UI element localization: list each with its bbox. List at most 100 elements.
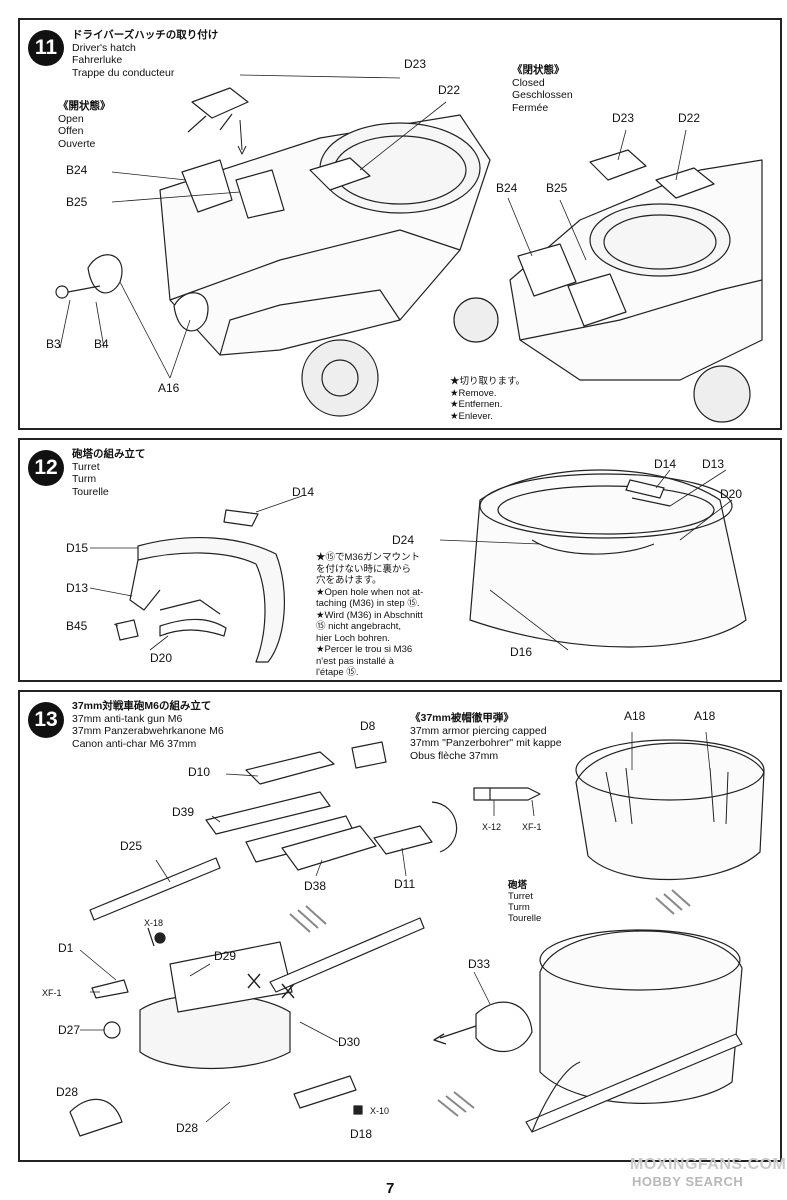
label-d22-right: D22 bbox=[678, 111, 701, 125]
step-12-illustration bbox=[89, 469, 747, 663]
label-b24-right: B24 bbox=[496, 181, 518, 195]
label-d25: D25 bbox=[120, 839, 143, 853]
label-d20-left: D20 bbox=[150, 651, 173, 665]
closed-fr: Fermée bbox=[512, 101, 549, 114]
closed-jp: 《閉状態》 bbox=[512, 64, 565, 76]
label-d13-left: D13 bbox=[66, 581, 89, 595]
label-b4: B4 bbox=[94, 337, 109, 351]
label-xf1-ammo: XF-1 bbox=[522, 822, 542, 832]
step-11-title: ドライバーズハッチの取り付け Driver's hatch Fahrerluke… bbox=[72, 29, 218, 79]
open-en: Open bbox=[58, 112, 84, 125]
step-13-title-de: 37mm Panzerabwehrkanone M6 bbox=[72, 725, 224, 737]
note-de-3: hier Loch bohren. bbox=[316, 632, 390, 644]
step-11-number: 11 bbox=[28, 30, 64, 66]
note-jp-3: 穴をあけます。 bbox=[316, 575, 382, 586]
label-b25-left: B25 bbox=[66, 195, 88, 209]
label-b25-right: B25 bbox=[546, 181, 568, 195]
page-number: 7 bbox=[386, 1180, 395, 1197]
label-d23-right: D23 bbox=[612, 111, 635, 125]
label-d23-left: D23 bbox=[404, 57, 427, 71]
ammo-de: 37mm "Panzerbohrer" mit kappe bbox=[410, 737, 562, 749]
label-d39: D39 bbox=[172, 805, 195, 819]
step-13-title-fr: Canon anti-char M6 37mm bbox=[72, 737, 197, 750]
step-12-title: 砲塔の組み立て Turret Turm Tourelle bbox=[72, 448, 146, 498]
label-d27: D27 bbox=[58, 1023, 81, 1037]
step-13-title: 37mm対戦車砲M6の組み立て 37mm anti-tank gun M6 37… bbox=[72, 700, 224, 750]
step-12-panel: 12 砲塔の組み立て Turret Turm Tourelle bbox=[18, 438, 782, 682]
label-a16: A16 bbox=[158, 381, 180, 395]
step-13-illustration bbox=[69, 731, 765, 1137]
step-12-title-fr: Tourelle bbox=[72, 485, 109, 498]
step-13-panel: 13 37mm対戦車砲M6の組み立て 37mm anti-tank gun M6… bbox=[18, 690, 782, 1162]
remove-fr: ★Enlever. bbox=[450, 410, 493, 422]
ammo-en: 37mm armor piercing capped bbox=[410, 724, 547, 737]
open-jp: 《開状態》 bbox=[58, 100, 111, 112]
label-a18-left: A18 bbox=[624, 709, 646, 723]
label-d18: D18 bbox=[350, 1127, 373, 1141]
turret-de: Turm bbox=[508, 902, 530, 913]
label-d28-top: D28 bbox=[56, 1085, 79, 1099]
step-13-title-en: 37mm anti-tank gun M6 bbox=[72, 712, 183, 725]
remove-en: ★Remove. bbox=[450, 387, 497, 399]
label-d30: D30 bbox=[338, 1035, 361, 1049]
turret-en: Turret bbox=[508, 891, 533, 902]
label-x12: X-12 bbox=[482, 822, 502, 832]
label-b45: B45 bbox=[66, 619, 88, 633]
open-state-caption: 《開状態》 Open Offen Ouverte bbox=[58, 100, 111, 150]
remove-jp: ★切り取ります。 bbox=[450, 376, 526, 387]
label-d14-left: D14 bbox=[292, 485, 315, 499]
ammo-fr: Obus flèche 37mm bbox=[410, 749, 499, 762]
step-11-illustration bbox=[55, 74, 763, 423]
watermark-hobby-search: HOBBY SEARCH bbox=[632, 1174, 744, 1189]
step-12-number: 12 bbox=[28, 450, 64, 486]
drill-hole-note: ★⑮でM36ガンマウント を付けない時に裏から 穴をあけます。 ★Open ho… bbox=[316, 552, 423, 679]
note-fr-2: n'est pas installé à bbox=[316, 655, 394, 667]
label-d13-right: D13 bbox=[702, 457, 725, 471]
label-d1: D1 bbox=[58, 941, 74, 955]
label-d22-left: D22 bbox=[438, 83, 461, 97]
step-11-panel: 11 ドライバーズハッチの取り付け Driver's hatch Fahrerl… bbox=[18, 18, 782, 430]
remove-de: ★Entfernen. bbox=[450, 399, 503, 410]
remove-note: ★切り取ります。 ★Remove. ★Entfernen. ★Enlever. bbox=[450, 376, 525, 422]
step-13-title-jp: 37mm対戦車砲M6の組み立て bbox=[72, 700, 212, 712]
watermark-moxingfans: MOXINGFANS.COM bbox=[630, 1156, 787, 1173]
step-12-title-de: Turm bbox=[72, 473, 97, 485]
label-xf1-gun: XF-1 bbox=[42, 988, 62, 998]
closed-state-caption: 《閉状態》 Closed Geschlossen Fermée bbox=[512, 64, 573, 114]
step-12-title-en: Turret bbox=[72, 460, 100, 473]
label-a18-right: A18 bbox=[694, 709, 716, 723]
turret-caption: 砲塔 Turret Turm Tourelle bbox=[508, 880, 541, 924]
label-d11: D11 bbox=[394, 877, 416, 891]
closed-de: Geschlossen bbox=[512, 89, 573, 101]
note-fr-1: ★Percer le trou si M36 bbox=[316, 644, 413, 655]
label-d28-bottom: D28 bbox=[176, 1121, 199, 1135]
note-de-2: ⑮ nicht angebracht, bbox=[316, 621, 402, 632]
open-de: Offen bbox=[58, 125, 84, 137]
closed-en: Closed bbox=[512, 76, 545, 89]
label-d10: D10 bbox=[188, 765, 211, 779]
turret-jp: 砲塔 bbox=[508, 880, 528, 891]
step-11-title-de: Fahrerluke bbox=[72, 54, 123, 66]
label-d29: D29 bbox=[214, 949, 237, 963]
step-11-title-fr: Trappe du conducteur bbox=[72, 66, 175, 79]
step-13-number: 13 bbox=[28, 702, 64, 738]
label-b3: B3 bbox=[46, 337, 61, 351]
turret-fr: Tourelle bbox=[508, 913, 542, 924]
label-d24: D24 bbox=[392, 533, 415, 547]
note-en-1: ★Open hole when not at- bbox=[316, 586, 424, 598]
label-x18: X-18 bbox=[144, 918, 164, 928]
label-d15: D15 bbox=[66, 541, 89, 555]
step-11-title-jp: ドライバーズハッチの取り付け bbox=[72, 29, 219, 41]
step-12-title-jp: 砲塔の組み立て bbox=[72, 448, 146, 460]
ammo-caption: 《37mm被帽徹甲弾》 37mm armor piercing capped 3… bbox=[410, 712, 562, 762]
label-d38: D38 bbox=[304, 879, 327, 893]
note-jp-1: ★⑮でM36ガンマウント bbox=[316, 552, 420, 563]
step-11-title-en: Driver's hatch bbox=[72, 41, 136, 54]
note-fr-3: l'étape ⑮. bbox=[316, 667, 359, 678]
label-b24-left: B24 bbox=[66, 163, 88, 177]
label-x10: X-10 bbox=[370, 1106, 390, 1116]
note-jp-2: を付けない時に裏から bbox=[316, 563, 412, 575]
note-de-1: ★Wird (M36) in Abschnitt bbox=[316, 609, 423, 621]
label-d33: D33 bbox=[468, 957, 491, 971]
label-d16: D16 bbox=[510, 645, 533, 659]
